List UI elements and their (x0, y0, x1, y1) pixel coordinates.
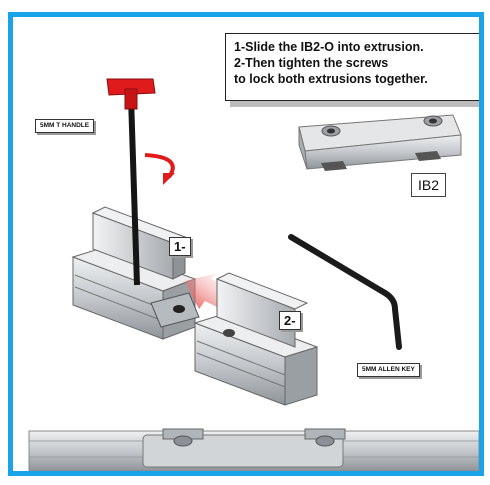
t-handle-label: 5MM T HANDLE (35, 119, 95, 133)
instruction-line-3: to lock both extrusions together. (234, 72, 428, 86)
allen-key-label: 5MM ALLEN KEY (357, 363, 420, 377)
diagram-frame: 1-Slide the IB2-O into extrusion. 2-Then… (8, 12, 484, 476)
ib2-part (298, 114, 462, 171)
joined-extrusion-view (28, 428, 479, 471)
t-handle (106, 78, 156, 286)
instructions-box: 1-Slide the IB2-O into extrusion. 2-Then… (225, 33, 479, 101)
instruction-line-1: 1-Slide the IB2-O into extrusion. (234, 40, 424, 54)
ib2-label: IB2 (411, 173, 447, 197)
right-extrusion (193, 272, 319, 406)
allen-key (288, 234, 402, 350)
connector-piece (150, 292, 200, 328)
assembly-illustration (28, 78, 479, 471)
step-1-label: 1- (169, 237, 191, 256)
instruction-line-2: 2-Then tighten the screws (234, 56, 389, 70)
rotation-arrowhead (163, 173, 175, 185)
step-2-label: 2- (279, 311, 301, 330)
